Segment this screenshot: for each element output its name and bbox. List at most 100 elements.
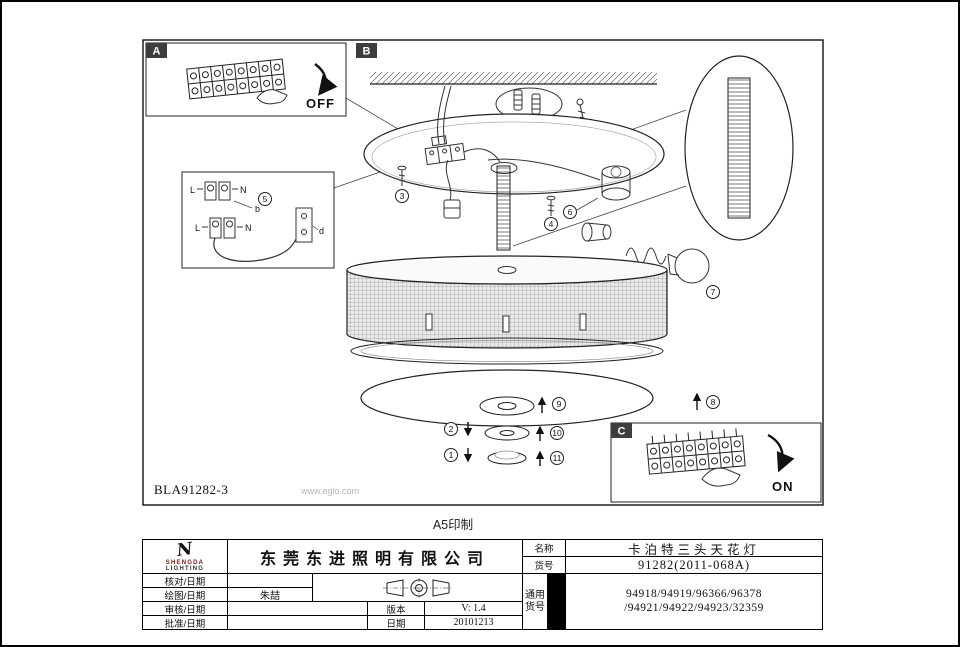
detail-zoom xyxy=(684,55,794,241)
draw-date-label: 绘图/日期 xyxy=(143,588,227,601)
screw-4 xyxy=(546,195,556,216)
date-value: 20101213 xyxy=(425,616,522,629)
callout-11: 11 xyxy=(550,451,564,465)
terminal-strip-a xyxy=(186,58,286,100)
callout-4: 4 xyxy=(544,217,558,231)
threaded-pipe-detail xyxy=(727,77,751,219)
wiring-l2-label: L xyxy=(195,223,200,233)
diffuser xyxy=(360,369,654,427)
approve-date-value xyxy=(228,616,367,629)
panel-c-chip: C xyxy=(611,423,632,438)
name-label: 名称 xyxy=(523,540,565,556)
product-name: 卡泊特三头天花灯 xyxy=(566,540,822,556)
check-date-label: 核对/日期 xyxy=(143,574,227,587)
logo-brand-line1: SHENGDA xyxy=(165,559,205,566)
doc-number: BLA91282-3 xyxy=(154,482,228,497)
svg-text:B: B xyxy=(363,46,371,58)
off-arrow-icon xyxy=(314,63,338,96)
wiring-b-label: b xyxy=(255,204,260,214)
callout-8: 8 xyxy=(706,395,720,409)
on-label: ON xyxy=(772,479,794,494)
cable-clamp xyxy=(295,207,313,243)
wall-plugs xyxy=(495,87,563,121)
callout-5: 5 xyxy=(258,192,272,206)
svg-text:A: A xyxy=(153,46,161,58)
leader-socket xyxy=(576,197,599,211)
company-name: 东莞东进照明有限公司 xyxy=(228,540,522,573)
socket-wire xyxy=(487,158,601,181)
svg-text:9: 9 xyxy=(557,399,562,409)
website-url: www.eglo.com xyxy=(300,486,359,496)
threaded-rod xyxy=(496,165,511,251)
svg-text:6: 6 xyxy=(568,207,573,217)
item-number-label: 货号 xyxy=(523,557,565,573)
socket-adapter xyxy=(581,222,612,242)
draw-date-value: 朱喆 xyxy=(228,588,312,601)
panel-a: A OFF xyxy=(145,42,347,117)
mains-cable-2 xyxy=(443,85,452,145)
hanging-socket xyxy=(443,159,461,219)
technical-drawing: A OFF B xyxy=(142,39,824,506)
hand-icon xyxy=(256,89,288,105)
svg-text:4: 4 xyxy=(549,219,554,229)
wiring-l1-label: L xyxy=(190,185,195,195)
wiring-n2-label: N xyxy=(245,223,252,233)
approve-date-label: 批准/日期 xyxy=(143,616,227,629)
spring-coil xyxy=(625,247,667,265)
panel-c: C ON xyxy=(610,422,822,503)
panel-b-chip: B xyxy=(356,43,377,58)
svg-text:10: 10 xyxy=(552,428,562,438)
company-logo: N SHENGDA LIGHTING xyxy=(143,540,227,573)
logo-mark: N xyxy=(175,540,195,561)
version-value: V: 1.4 xyxy=(425,602,522,615)
review-date-label: 审核/日期 xyxy=(143,602,227,615)
off-label: OFF xyxy=(306,96,335,111)
lamp-socket xyxy=(601,165,631,201)
washer xyxy=(484,425,530,441)
assembly-arrows xyxy=(463,392,702,466)
callout-2: 2 xyxy=(444,422,458,436)
common-item-label: 通用货号 xyxy=(523,574,547,629)
check-date-value xyxy=(228,574,312,587)
svg-text:2: 2 xyxy=(449,424,454,434)
panel-a-chip: A xyxy=(146,43,167,58)
svg-text:7: 7 xyxy=(711,287,716,297)
wire-loop xyxy=(213,233,300,262)
finial-cap xyxy=(487,450,527,465)
print-note: A5印制 xyxy=(432,518,474,532)
svg-text:5: 5 xyxy=(263,194,268,204)
callout-9: 9 xyxy=(552,397,566,411)
drum-shade xyxy=(346,255,668,349)
canopy xyxy=(363,85,665,195)
callout-3: 3 xyxy=(395,189,409,203)
item-number: 91282(2011-068A) xyxy=(566,557,822,573)
version-label: 版本 xyxy=(368,602,424,615)
callout-1: 1 xyxy=(444,448,458,462)
light-bulb xyxy=(667,248,710,284)
common-item-line2: /94921/94922/94923/32359 xyxy=(624,601,764,614)
canopy-terminal-block xyxy=(424,135,466,166)
callout-6: 6 xyxy=(563,205,577,219)
svg-text:C: C xyxy=(618,426,626,438)
common-item-numbers: 94918/94919/96366/96378 /94921/94922/949… xyxy=(566,574,822,629)
mains-cable xyxy=(437,85,446,145)
callout-7: 7 xyxy=(706,285,720,299)
svg-text:8: 8 xyxy=(711,397,716,407)
review-date-value xyxy=(228,602,367,615)
svg-text:1: 1 xyxy=(449,450,454,460)
wiring-n1-label: N xyxy=(240,185,247,195)
callout-10: 10 xyxy=(550,426,564,440)
terminal-strip-c xyxy=(646,428,746,475)
title-block: N SHENGDA LIGHTING 东莞东进照明有限公司 名称 卡泊特三头天花… xyxy=(142,539,823,630)
on-arrow-icon xyxy=(767,433,795,473)
wiring-detail-box: L N L N b d xyxy=(181,171,335,269)
svg-text:11: 11 xyxy=(553,453,562,463)
date-label: 日期 xyxy=(368,616,424,629)
wiring-d-label: d xyxy=(319,226,324,236)
bottom-ring xyxy=(350,337,664,365)
logo-brand-line2: LIGHTING xyxy=(165,565,205,572)
leader-detail-bottom xyxy=(512,185,687,247)
screw-3 xyxy=(397,165,407,186)
common-item-line1: 94918/94919/96366/96378 xyxy=(625,588,763,601)
